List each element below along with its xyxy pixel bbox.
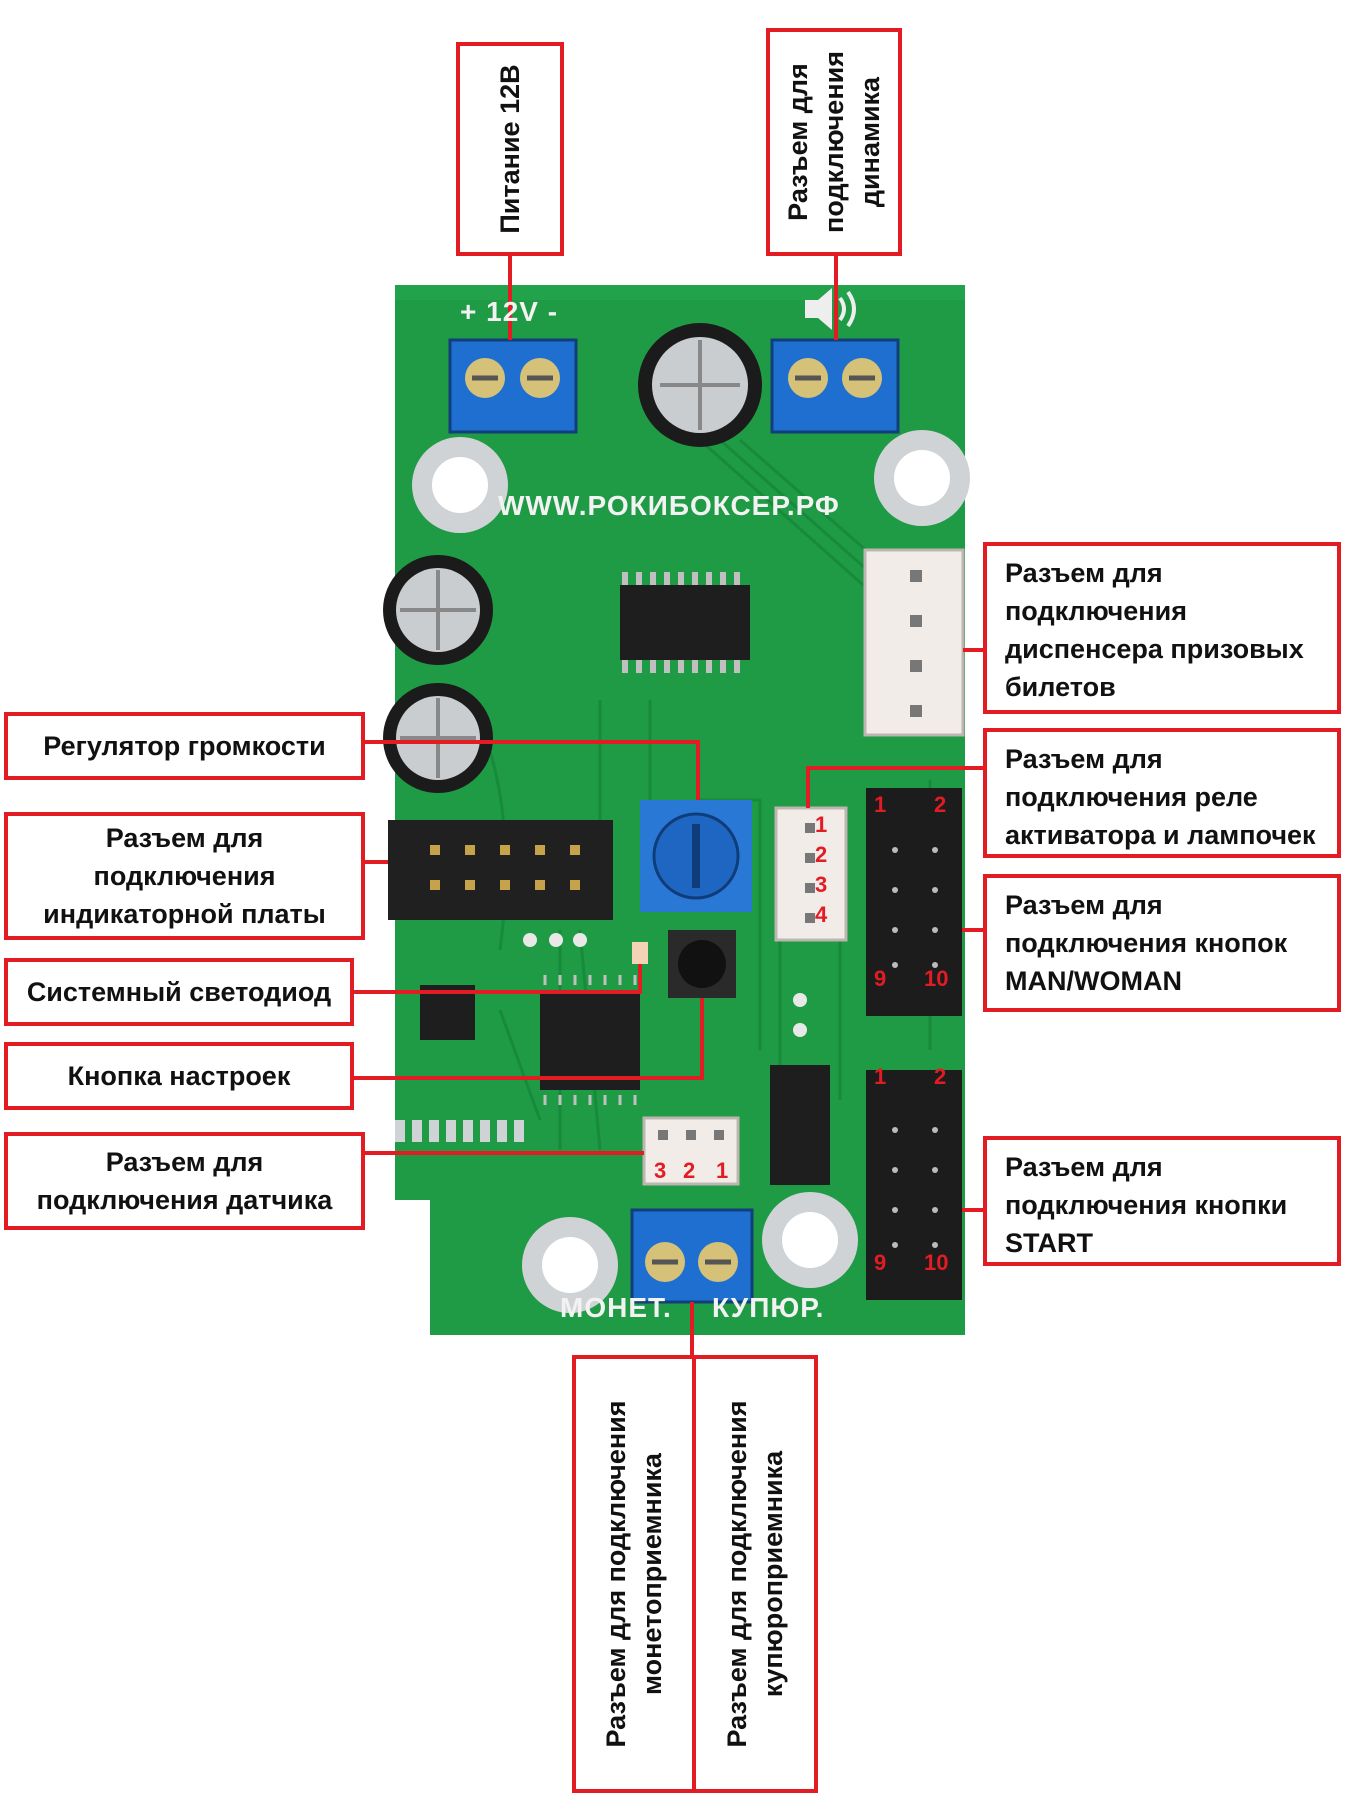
label-sensor-line-2: подключения датчика: [36, 1185, 333, 1215]
label-speaker: Разъем для подключения динамика: [766, 28, 902, 256]
label-start-line-1: Разъем для: [1005, 1152, 1163, 1182]
leader-led: [352, 964, 642, 994]
header-top-pin-1: 1: [874, 792, 887, 817]
header-bottom-pin-10: 10: [924, 1250, 949, 1275]
header-top-pin-10: 10: [924, 966, 949, 991]
sensor-pin-2: 2: [683, 1158, 696, 1183]
label-relay-line-2: подключения реле: [1005, 782, 1258, 812]
relay-pin-4: 4: [815, 902, 828, 927]
settings-button: [668, 930, 736, 998]
label-settings-line-1: Кнопка настроек: [67, 1061, 291, 1091]
label-speaker-line-3: динамика: [855, 76, 885, 208]
terminal-coin-bill: [630, 1208, 754, 1304]
label-indicator-line-3: индикаторной платы: [43, 899, 326, 929]
relay-pin-2: 2: [815, 842, 828, 867]
capacitor-large: [638, 323, 762, 447]
label-relay-line-3: активатора и лампочек: [1005, 820, 1316, 850]
leader-volume: [363, 740, 700, 800]
header-bottom-pin-9: 9: [874, 1250, 887, 1275]
pcb-url: WWW.РОКИБОКСЕР.РФ: [498, 490, 840, 521]
sensor-pin-3: 3: [654, 1158, 667, 1183]
dispenser-connector: [863, 548, 965, 737]
volume-potentiometer: [640, 800, 752, 912]
leader-lines: [352, 254, 985, 1355]
label-buttons-line-2: подключения кнопок: [1005, 928, 1288, 958]
label-buttons-line-3: MAN/WOMAN: [1005, 966, 1182, 996]
microcontroller-chip: [540, 975, 640, 1105]
label-power-line-1: Питание 12В: [495, 64, 525, 234]
label-buttons-line-1: Разъем для: [1005, 890, 1163, 920]
label-speaker-line-2: подключения: [819, 51, 849, 233]
label-power: Питание 12В: [456, 42, 564, 256]
capacitor-left-2: [383, 683, 493, 793]
label-start: Разъем для подключения кнопки START: [983, 1136, 1341, 1266]
leader-settings: [352, 998, 704, 1080]
label-dispenser-line-4: билетов: [1005, 672, 1116, 702]
label-indicator-line-2: подключения: [93, 861, 276, 891]
label-indicator-line-1: Разъем для: [105, 823, 264, 853]
pcb-power-marking: + 12V -: [460, 296, 559, 327]
header-bottom-pin-1: 1: [874, 1064, 887, 1089]
label-coin-line-1: Разъем для подключения: [601, 1400, 631, 1748]
label-speaker-line-1: Разъем для: [783, 63, 813, 221]
pcb-bill-marking: КУПЮР.: [712, 1292, 825, 1323]
terminal-speaker: [770, 338, 900, 434]
label-volume: Регулятор громкости: [4, 712, 365, 780]
start-header: [866, 1070, 962, 1300]
relay-pin-1: 1: [815, 812, 828, 837]
label-start-line-3: START: [1005, 1228, 1093, 1258]
header-bottom-pin-2: 2: [934, 1064, 947, 1089]
label-indicator: Разъем для подключения индикаторной плат…: [4, 812, 365, 940]
label-dispenser-line-3: диспенсера призовых: [1005, 634, 1304, 664]
system-led: [632, 942, 648, 964]
label-settings: Кнопка настроек: [4, 1042, 354, 1110]
sensor-pin-1: 1: [716, 1158, 729, 1183]
label-bill: Разъем для подключения купюроприемника: [692, 1355, 818, 1793]
header-top-pin-2: 2: [934, 792, 947, 817]
label-buttons-man-woman: Разъем для подключения кнопок MAN/WOMAN: [983, 874, 1341, 1012]
small-chip: [420, 985, 475, 1040]
label-dispenser: Разъем для подключения диспенсера призов…: [983, 542, 1341, 714]
driver-chip: [770, 1065, 830, 1185]
label-dispenser-line-1: Разъем для: [1005, 558, 1163, 588]
relay-connector: [774, 806, 848, 942]
leader-relay: [806, 766, 985, 808]
label-start-line-2: подключения кнопки: [1005, 1190, 1288, 1220]
label-coin: Разъем для подключения монетоприемника: [572, 1355, 696, 1793]
label-volume-line-1: Регулятор громкости: [43, 731, 326, 761]
speaker-icon: [805, 288, 856, 330]
amplifier-chip: [620, 572, 750, 673]
label-led-line-1: Системный светодиод: [26, 977, 332, 1007]
relay-pin-3: 3: [815, 872, 828, 897]
label-sensor: Разъем для подключения датчика: [4, 1132, 365, 1230]
header-top-pin-9: 9: [874, 966, 887, 991]
edge-pads: [395, 1120, 524, 1142]
label-bill-line-2: купюроприемника: [758, 1450, 788, 1698]
label-dispenser-line-2: подключения: [1005, 596, 1187, 626]
capacitor-left-1: [383, 555, 493, 665]
label-relay-line-1: Разъем для: [1005, 744, 1163, 774]
sensor-connector: [642, 1116, 740, 1186]
label-led: Системный светодиод: [4, 958, 354, 1026]
pcb-coin-marking: МОНЕТ.: [560, 1292, 672, 1323]
label-sensor-line-1: Разъем для: [105, 1147, 264, 1177]
indicator-header: [388, 820, 613, 920]
label-relay: Разъем для подключения реле активатора и…: [983, 728, 1341, 858]
label-coin-line-2: монетоприемника: [637, 1453, 667, 1695]
label-bill-line-1: Разъем для подключения: [722, 1400, 752, 1748]
terminal-power: [448, 338, 578, 434]
buttons-header: [866, 788, 962, 1016]
mounting-holes: [412, 430, 970, 1313]
